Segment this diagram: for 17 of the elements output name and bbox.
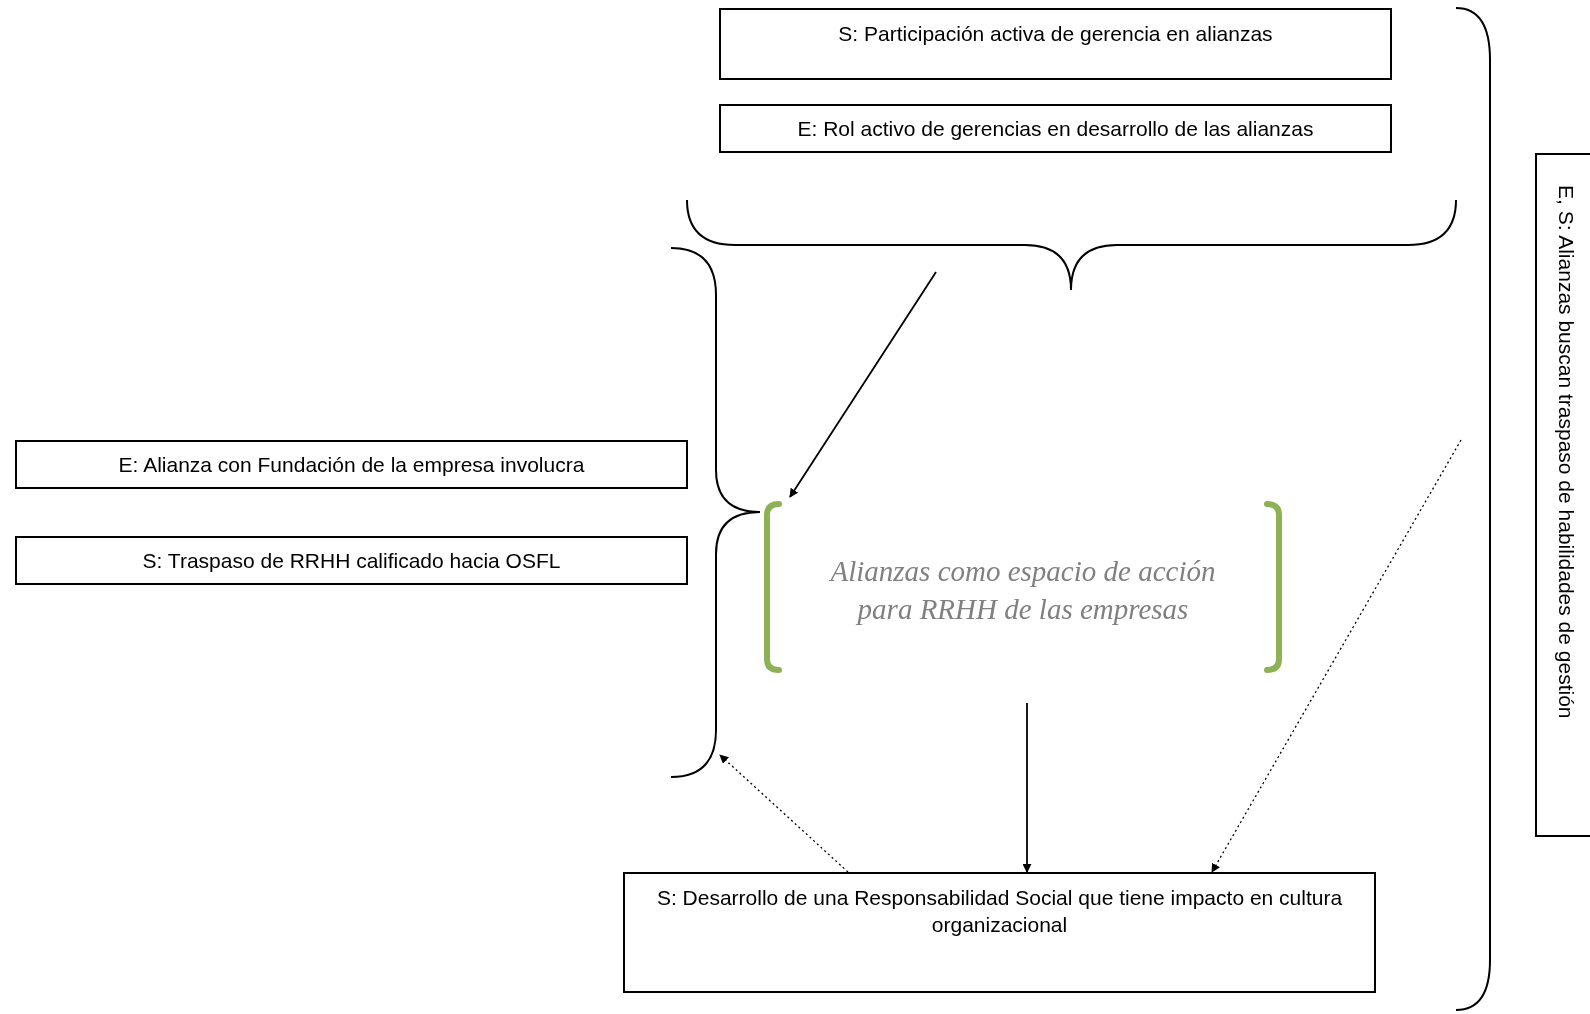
text-box: [719, 104, 1392, 153]
box-text: S: Participación activa de gerencia en alianzas: [838, 21, 1273, 47]
text-box: [15, 440, 688, 489]
box-text: E: Alianza con Fundación de la empresa involucra: [118, 451, 585, 478]
text-box: [15, 536, 688, 585]
arrow: [789, 271, 937, 498]
arrow: [719, 754, 849, 873]
box-text: E: Rol activo de gerencias en desarrollo de las alianzas: [797, 115, 1314, 142]
box-text: S: Traspaso de RRHH calificado hacia OSFL: [142, 547, 561, 574]
arrow: [1211, 439, 1462, 873]
vertical-text-box: [1535, 153, 1590, 837]
arrow: [1022, 702, 1032, 873]
vertical-text: E, S: Alianzas buscan traspaso de habilidades de gestión: [1554, 185, 1578, 719]
box-text: S: Desarrollo de una Responsabilidad Social que tiene impacto en cultura organizacional: [655, 885, 1344, 939]
text-box: [719, 8, 1392, 80]
central-text: Alianzas como espacio de acción para RRHH de las empresas: [828, 554, 1217, 627]
text-box: [623, 872, 1376, 993]
